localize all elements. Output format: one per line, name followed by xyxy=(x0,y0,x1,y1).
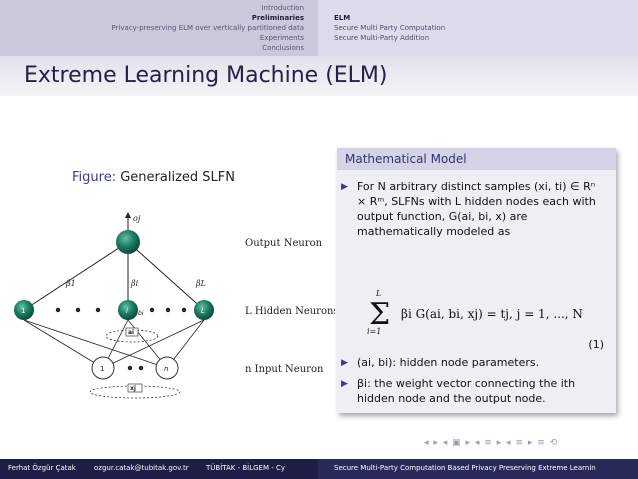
nav-section-introduction[interactable]: Introduction xyxy=(261,4,304,12)
footer-institute: TÜBİTAK - BİLGEM - Cy xyxy=(206,464,286,472)
nav-section-conclusions[interactable]: Conclusions xyxy=(262,44,304,52)
mathematical-model-block: Mathematical Model ▶ For N arbitrary dis… xyxy=(337,148,616,413)
hidden-neurons-label: L Hidden Neurons xyxy=(245,306,335,317)
nav-section-privacy-preserving-elm[interactable]: Privacy-preserving ELM over vertically p… xyxy=(111,24,304,32)
output-neuron-label: Output Neuron xyxy=(245,238,323,249)
connection-line xyxy=(23,319,168,369)
footer-email: ozgur.catak@tubitak.gov.tr xyxy=(94,464,189,472)
sum-lower: i=1 xyxy=(367,327,381,336)
xj-label: xj xyxy=(130,385,136,392)
figure-caption-text: Generalized SLFN xyxy=(120,170,235,185)
output-neuron xyxy=(116,230,140,254)
equation-text: βi G(ai, bi, xj) = tj, j = 1, ..., N xyxy=(401,307,583,321)
footer: Ferhat Özgür Çatak ozgur.catak@tubitak.g… xyxy=(0,459,638,479)
bullet-samples-text: For N arbitrary distinct samples (xi, ti… xyxy=(357,180,596,238)
slfn-diagram: oj β1 βi βL 1 i L bi ai 1 n xj Output Ne… xyxy=(14,212,335,399)
bullet-samples: For N arbitrary distinct samples (xi, ti… xyxy=(357,179,605,239)
connection-line xyxy=(23,319,104,369)
hidden-neuron-1-label: 1 xyxy=(21,307,25,315)
frame-title-bar: Extreme Learning Machine (ELM) xyxy=(0,56,638,96)
hidden-neuron-1 xyxy=(14,300,34,320)
bi-label: bi xyxy=(138,310,144,317)
section-navigation: Introduction Preliminaries Privacy-prese… xyxy=(0,0,318,56)
nav-subsection-elm[interactable]: ELM xyxy=(334,14,351,22)
hidden-ellipsis xyxy=(55,307,187,313)
page-title: Extreme Learning Machine (ELM) xyxy=(24,63,388,88)
input-ellipsis xyxy=(127,365,144,371)
header-navigation: Introduction Preliminaries Privacy-prese… xyxy=(0,0,638,56)
xj-input-group xyxy=(89,385,181,399)
block-title: Mathematical Model xyxy=(337,148,616,170)
figure-label: Figure: xyxy=(72,170,117,185)
bullet-icon: ▶ xyxy=(341,358,348,368)
xj-box xyxy=(127,383,143,393)
figure-caption: Figure: Generalized SLFN xyxy=(72,170,235,185)
ai-label: ai xyxy=(128,329,134,336)
sum-upper: L xyxy=(375,289,381,298)
connection-line xyxy=(23,241,129,311)
input-neuron-n-label: n xyxy=(164,365,168,373)
beta-i-label: βi xyxy=(130,279,139,288)
nav-subsection-secure-addition[interactable]: Secure Multi-Party Addition xyxy=(334,34,430,42)
bullet-node-params: (ai, bi): hidden node parameters. xyxy=(357,355,605,370)
equation-1: Σ L i=1 βi G(ai, bi, xj) = tj, j = 1, ..… xyxy=(367,289,583,336)
input-neuron-n xyxy=(155,356,179,380)
hidden-neuron-l xyxy=(194,300,214,320)
bullet-icon: ▶ xyxy=(341,182,348,192)
beta-1-label: β1 xyxy=(65,279,76,288)
hidden-neuron-i-label: i xyxy=(126,307,128,315)
footer-title-panel: Secure Multi-Party Computation Based Pri… xyxy=(318,459,638,479)
ai-box xyxy=(125,327,139,337)
bullet-weight-vector-text: βi: the weight vector connecting the ith… xyxy=(357,377,576,405)
input-neuron-1-label: 1 xyxy=(100,365,104,373)
oj-label: oj xyxy=(133,214,141,223)
bullet-icon: ▶ xyxy=(341,379,348,389)
footer-talk-title: Secure Multi-Party Computation Based Pri… xyxy=(334,464,596,472)
nav-subsection-smpc[interactable]: Secure Multi Party Computation xyxy=(334,24,446,32)
hidden-neuron-i xyxy=(118,300,138,320)
input-neuron-1 xyxy=(91,356,115,380)
output-arrow-head xyxy=(125,212,131,218)
footer-author-panel: Ferhat Özgür Çatak ozgur.catak@tubitak.g… xyxy=(0,459,318,479)
beta-l-label: βL xyxy=(195,279,206,288)
connection-line xyxy=(102,319,205,369)
bullet-node-params-text: (ai, bi): hidden node parameters. xyxy=(357,356,540,369)
input-neurons-label: n Input Neuron xyxy=(245,364,324,375)
ai-weight-group xyxy=(105,329,159,343)
sum-symbol: Σ xyxy=(369,297,390,332)
equation-number: (1) xyxy=(588,338,604,351)
hidden-neuron-l-label: L xyxy=(201,307,205,315)
connection-line xyxy=(127,241,205,311)
subsection-navigation: ELM Secure Multi Party Computation Secur… xyxy=(318,0,638,56)
nav-section-experiments[interactable]: Experiments xyxy=(259,34,304,42)
block-body: ▶ For N arbitrary distinct samples (xi, … xyxy=(337,170,616,413)
nav-section-preliminaries[interactable]: Preliminaries xyxy=(251,14,304,22)
bullet-weight-vector: βi: the weight vector connecting the ith… xyxy=(357,376,605,406)
beamer-navigation-symbols[interactable]: ◂ ▸ ◂ ▣ ▸ ◂ ≡ ▸ ◂ ≡ ▸ ≡ ⟲ xyxy=(424,438,559,448)
footer-author: Ferhat Özgür Çatak xyxy=(8,464,76,472)
